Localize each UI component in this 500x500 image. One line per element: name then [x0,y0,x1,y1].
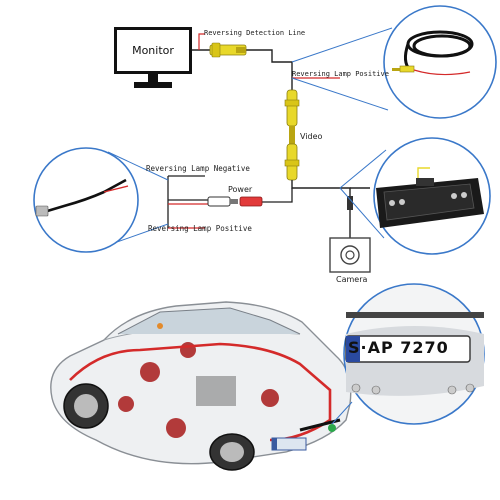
monitor-screen: Monitor [114,27,192,74]
license-plate-frame-icon [376,167,484,228]
reversing-detection-line-wire [198,33,205,50]
wire-monitor-to-rca [192,49,293,90]
reversing-lamp-negative-label: Reversing Lamp Negative [146,164,250,173]
license-plate-text: S·AP 7270 [348,338,449,357]
car-cutaway-icon [50,301,352,471]
monitor-label: Monitor [132,44,174,57]
reversing-lamp-positive-left-label: Reversing Lamp Positive [148,224,252,233]
reversing-lamp-positive-top-label: Reversing Lamp Positive [292,70,389,78]
power-cable-callout [33,147,169,253]
camera-label: Camera [336,275,368,284]
rca-video-connector-icon [284,89,300,181]
power-label: Power [228,185,253,194]
license-plate-frame-callout [339,137,491,255]
rca-connector-icon [209,42,247,58]
reversing-detection-line-label: Reversing Detection Line [204,29,306,37]
monitor-icon [134,74,172,88]
video-label: Video [300,132,323,141]
cable-coil-callout [291,5,497,119]
rear-plate-callout [331,283,485,425]
power-wires [167,175,293,229]
camera-icon [329,237,371,273]
power-connector-icon [207,196,263,207]
cable-junction-icon [347,196,353,210]
